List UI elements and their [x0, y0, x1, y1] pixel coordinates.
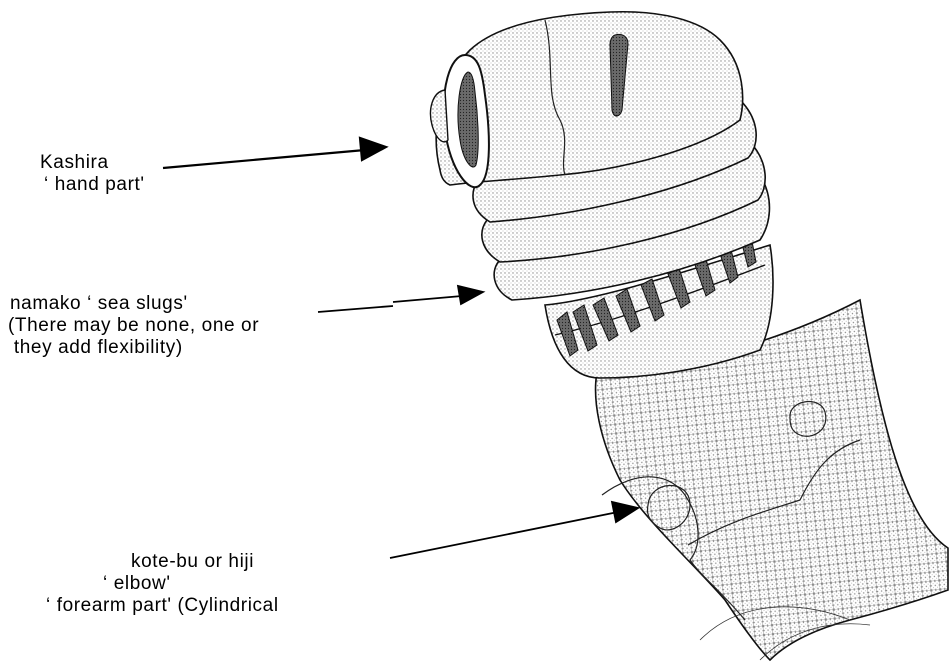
kote-bu-gloss-elbow: ‘ elbow' [103, 573, 171, 594]
thumb-flap [431, 90, 448, 142]
namako-note-line-1: (There may be none, one or [8, 315, 259, 336]
arrow-kote-bu [390, 502, 638, 558]
namako-note-line-2: they add flexibility) [8, 337, 183, 358]
arrow-kashira [163, 138, 386, 168]
arrow-namako [318, 286, 483, 312]
kashira-gloss: ‘ hand part' [44, 174, 145, 195]
kashira-label: Kashira [40, 152, 109, 173]
namako-label: namako ‘ sea slugs' [10, 293, 188, 314]
kote-bu-gloss-forearm: ‘ forearm part' (Cylindrical [46, 595, 279, 616]
kote-bu-label: kote-bu or hiji [131, 551, 254, 572]
